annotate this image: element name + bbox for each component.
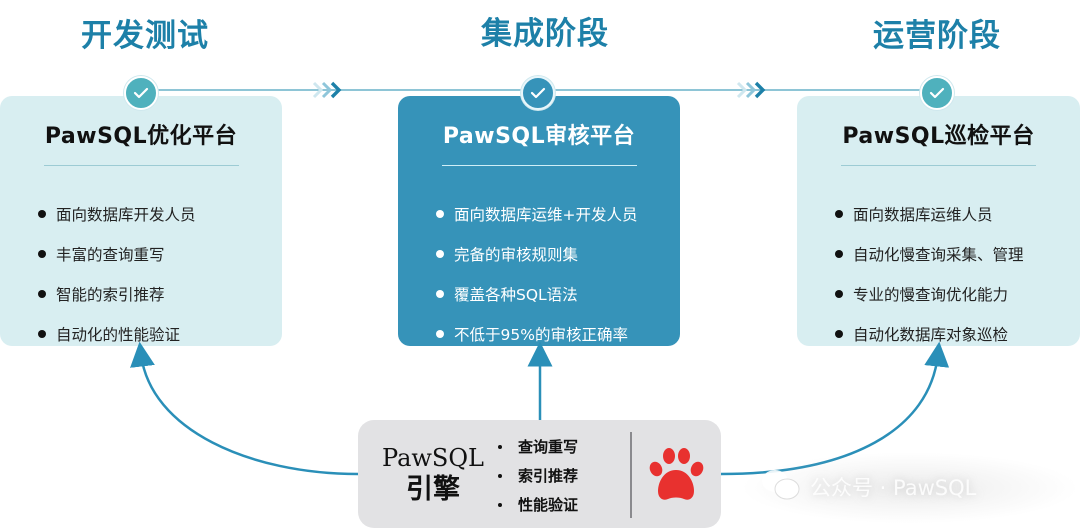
list-item: 不低于95%的审核正确率 xyxy=(436,314,638,354)
feature-list: 面向数据库开发人员 丰富的查询重写 智能的索引推荐 自动化的性能验证 xyxy=(38,194,196,354)
list-item: 丰富的查询重写 xyxy=(38,234,196,274)
list-item: 查询重写 xyxy=(498,432,578,461)
list-item: 自动化的性能验证 xyxy=(38,314,196,354)
divider xyxy=(442,165,637,166)
divider xyxy=(841,165,1036,166)
stage-title-ops: 运营阶段 xyxy=(873,18,1001,54)
stage-title-integration: 集成阶段 xyxy=(481,16,609,52)
check-icon xyxy=(920,76,954,110)
divider xyxy=(44,165,239,166)
feature-list: 面向数据库运维人员 自动化慢查询采集、管理 专业的慢查询优化能力 自动化数据库对… xyxy=(835,194,1024,354)
list-item: 专业的慢查询优化能力 xyxy=(835,274,1024,314)
list-item: 面向数据库运维人员 xyxy=(835,194,1024,234)
bullet-icon xyxy=(835,250,843,258)
list-item: 覆盖各种SQL语法 xyxy=(436,274,638,314)
bullet-icon xyxy=(38,210,46,218)
bullet-icon xyxy=(38,250,46,258)
paw-icon xyxy=(646,446,706,508)
card-title: PawSQL审核平台 xyxy=(442,124,636,149)
bullet-icon xyxy=(436,210,444,218)
check-icon xyxy=(124,76,158,110)
bullet-icon xyxy=(436,330,444,338)
list-item: 性能验证 xyxy=(498,490,578,519)
feature-list: 面向数据库运维+开发人员 完备的审核规则集 覆盖各种SQL语法 不低于95%的审… xyxy=(436,194,638,354)
list-item: 面向数据库运维+开发人员 xyxy=(436,194,638,234)
bullet-icon xyxy=(436,250,444,258)
watermark: 公众号 · PawSQL xyxy=(760,468,976,507)
bullet-icon xyxy=(835,290,843,298)
bullet-icon xyxy=(498,473,502,478)
bullet-icon xyxy=(436,290,444,298)
engine-subtitle: 引擎 xyxy=(406,474,460,505)
card-inspection-platform: PawSQL巡检平台 面向数据库运维人员 自动化慢查询采集、管理 专业的慢查询优… xyxy=(797,96,1080,346)
engine-feature-list: 查询重写 索引推荐 性能验证 xyxy=(498,432,578,519)
bullet-icon xyxy=(38,290,46,298)
stage-title-dev: 开发测试 xyxy=(81,18,209,54)
chevron-right-icon xyxy=(312,79,344,101)
wechat-icon xyxy=(760,468,802,507)
list-item: 面向数据库开发人员 xyxy=(38,194,196,234)
card-audit-platform: PawSQL审核平台 面向数据库运维+开发人员 完备的审核规则集 覆盖各种SQL… xyxy=(398,96,680,346)
engine-box: PawSQL 引擎 查询重写 索引推荐 性能验证 xyxy=(358,420,721,528)
engine-name: PawSQL xyxy=(382,444,484,472)
card-title: PawSQL巡检平台 xyxy=(842,124,1035,149)
list-item: 完备的审核规则集 xyxy=(436,234,638,274)
card-title: PawSQL优化平台 xyxy=(44,124,238,149)
list-item: 自动化数据库对象巡检 xyxy=(835,314,1024,354)
list-item: 索引推荐 xyxy=(498,461,578,490)
bullet-icon xyxy=(835,330,843,338)
bullet-icon xyxy=(498,444,502,449)
list-item: 自动化慢查询采集、管理 xyxy=(835,234,1024,274)
chevron-right-icon xyxy=(736,79,768,101)
bullet-icon xyxy=(498,502,502,507)
list-item: 智能的索引推荐 xyxy=(38,274,196,314)
bullet-icon xyxy=(38,330,46,338)
card-optimize-platform: PawSQL优化平台 面向数据库开发人员 丰富的查询重写 智能的索引推荐 自动化… xyxy=(0,96,282,346)
bullet-icon xyxy=(835,210,843,218)
divider xyxy=(630,432,632,518)
check-icon xyxy=(521,76,555,110)
